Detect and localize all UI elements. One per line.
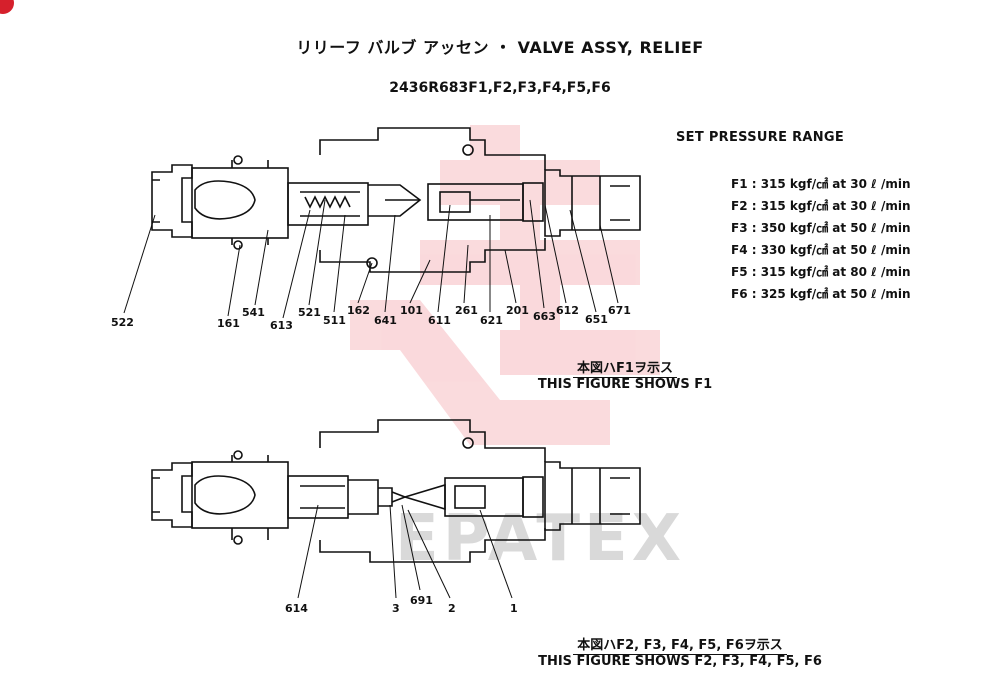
figure1-drawing bbox=[151, 127, 641, 273]
figure2-caption-jp: 本図ハF2, F3, F4, F5, F6ヲ示ス bbox=[573, 638, 787, 655]
figure1-caption-en: THIS FIGURE SHOWS F1 bbox=[537, 377, 713, 392]
part-label: 101 bbox=[400, 304, 423, 317]
figure1-part-labels: 522 161 541 613 521 511 162 641 101 611 … bbox=[111, 304, 631, 332]
figure2-drawing bbox=[151, 419, 641, 563]
part-label: 162 bbox=[347, 304, 370, 317]
part-label: 521 bbox=[298, 306, 321, 319]
part-label: 201 bbox=[506, 304, 529, 317]
figure1-caption-jp: 本図ハF1ヲ示ス bbox=[573, 361, 677, 378]
part-label: 651 bbox=[585, 313, 608, 326]
page-title: リリーフ バルブ アッセン ・ VALVE ASSY, RELIEF bbox=[296, 38, 704, 57]
part-label: 611 bbox=[428, 314, 451, 327]
part-label: 641 bbox=[374, 314, 397, 327]
set-pressure-list: F1 : 315 kgf/㎠ at 30 ℓ /min F2 : 315 kgf… bbox=[731, 173, 911, 305]
corner-marker bbox=[0, 0, 14, 14]
part-label: 613 bbox=[270, 319, 293, 332]
part-label: 663 bbox=[533, 310, 556, 323]
part-label: 522 bbox=[111, 316, 134, 329]
figure2-part-labels: 614 3 691 2 1 bbox=[285, 594, 518, 615]
pressure-item-f3: F3 : 350 kgf/㎠ at 50 ℓ /min bbox=[731, 221, 911, 235]
figure1-caption: 本図ハF1ヲ示ス THIS FIGURE SHOWS F1 bbox=[530, 357, 720, 392]
part-label: 621 bbox=[480, 314, 503, 327]
figure1-leaders bbox=[123, 199, 619, 319]
part-label: 691 bbox=[410, 594, 433, 607]
part-label: 161 bbox=[217, 317, 240, 330]
figure2-leaders bbox=[297, 504, 513, 599]
part-label: 2 bbox=[448, 602, 456, 615]
pressure-item-f5: F5 : 315 kgf/㎠ at 80 ℓ /min bbox=[731, 265, 911, 279]
pressure-item-f2: F2 : 315 kgf/㎠ at 30 ℓ /min bbox=[731, 199, 911, 213]
set-pressure-heading: SET PRESSURE RANGE bbox=[676, 130, 845, 145]
pressure-item-f4: F4 : 330 kgf/㎠ at 50 ℓ /min bbox=[731, 243, 911, 257]
part-label: 3 bbox=[392, 602, 400, 615]
part-label: 511 bbox=[323, 314, 346, 327]
part-label: 1 bbox=[510, 602, 518, 615]
figure2-caption: 本図ハF2, F3, F4, F5, F6ヲ示ス THIS FIGURE SHO… bbox=[530, 634, 830, 669]
watermark-text: EPATEX bbox=[395, 502, 685, 576]
pressure-item-f1: F1 : 315 kgf/㎠ at 30 ℓ /min bbox=[731, 177, 911, 191]
part-label: 612 bbox=[556, 304, 579, 317]
part-number: 2436R683F1,F2,F3,F4,F5,F6 bbox=[389, 80, 611, 96]
part-label: 541 bbox=[242, 306, 265, 319]
part-label: 261 bbox=[455, 304, 478, 317]
part-label: 614 bbox=[285, 602, 308, 615]
part-label: 671 bbox=[608, 304, 631, 317]
pressure-item-f6: F6 : 325 kgf/㎠ at 50 ℓ /min bbox=[731, 287, 911, 301]
figure2-caption-en: THIS FIGURE SHOWS F2, F3, F4, F5, F6 bbox=[538, 654, 822, 669]
